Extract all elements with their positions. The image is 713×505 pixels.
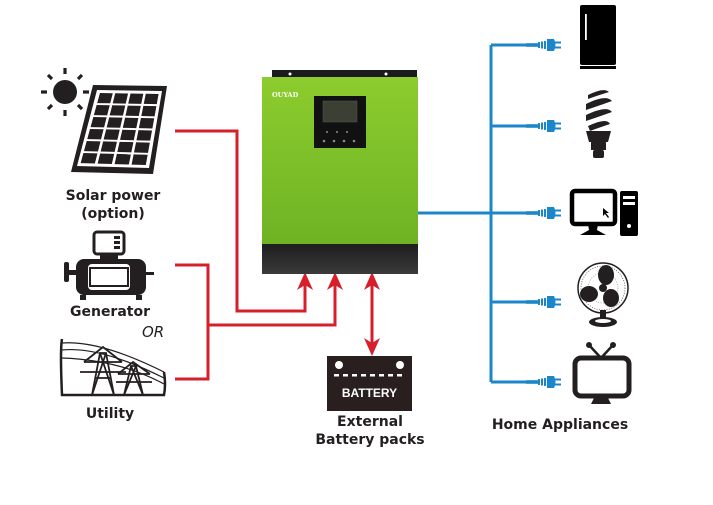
output-wiring bbox=[418, 43, 528, 384]
solar-cell bbox=[133, 142, 150, 153]
solar-cell bbox=[114, 153, 131, 165]
solar-cell bbox=[103, 129, 120, 140]
solar-cell bbox=[112, 93, 129, 104]
battery-arrow-up-icon bbox=[364, 272, 380, 290]
solar-label-line1: Solar power bbox=[65, 188, 161, 204]
battery-label-line2: Battery packs bbox=[315, 432, 425, 448]
generator-wire bbox=[175, 263, 210, 381]
or-text: OR bbox=[142, 323, 165, 341]
plug-icon bbox=[526, 296, 561, 308]
power-tower-icon bbox=[59, 338, 167, 397]
plug-icon bbox=[526, 207, 561, 219]
solar-cell bbox=[90, 116, 107, 128]
utility-label: Utility bbox=[85, 406, 135, 422]
input-wiring bbox=[175, 129, 374, 381]
solar-cell bbox=[122, 117, 139, 129]
sun-icon bbox=[41, 68, 89, 116]
solar-cell bbox=[128, 93, 144, 104]
solar-cell bbox=[125, 105, 141, 117]
solar-cell bbox=[87, 128, 104, 140]
solar-cell bbox=[109, 105, 126, 116]
arrowheads bbox=[297, 272, 380, 356]
computer-icon bbox=[569, 188, 638, 236]
appliances-label: Home Appliances bbox=[491, 417, 629, 433]
lcd-screen bbox=[322, 100, 358, 123]
solar-cell bbox=[106, 117, 123, 128]
mounting-bracket bbox=[272, 70, 417, 80]
utility-wire bbox=[208, 284, 337, 327]
plug-icon bbox=[526, 120, 561, 132]
inverter-base bbox=[262, 244, 418, 274]
plugs bbox=[526, 39, 561, 388]
battery-label-line1: External bbox=[337, 414, 403, 430]
battery-label: External Battery packs bbox=[310, 413, 430, 449]
solar-cell bbox=[80, 152, 98, 164]
solar-arrow-icon bbox=[297, 272, 313, 290]
inverter: OUYAD bbox=[262, 70, 418, 274]
battery-badge: BATTERY bbox=[342, 386, 397, 400]
solar-cell bbox=[136, 130, 153, 141]
battery-arrow-down-icon bbox=[364, 338, 380, 356]
panel-buttons bbox=[322, 131, 356, 143]
solar-cell bbox=[141, 105, 157, 117]
solar-cell bbox=[83, 140, 101, 152]
cfl-bulb-icon bbox=[586, 90, 612, 158]
solar-cell bbox=[120, 129, 136, 141]
battery-icon: BATTERY bbox=[327, 356, 412, 411]
fan-icon bbox=[577, 262, 629, 327]
generator-icon bbox=[64, 230, 154, 300]
utility-arrow-icon bbox=[327, 272, 343, 290]
solar-cell bbox=[97, 153, 115, 164]
solar-label: Solar power (option) bbox=[58, 187, 168, 223]
solar-cell bbox=[117, 141, 134, 153]
plug-icon bbox=[526, 376, 561, 388]
solar-cell bbox=[131, 154, 148, 165]
solar-cell bbox=[143, 93, 159, 105]
solar-wire bbox=[175, 129, 307, 313]
solar-label-line2: (option) bbox=[81, 206, 145, 222]
solar-cell bbox=[100, 141, 117, 152]
solar-panel-icon bbox=[71, 85, 167, 174]
solar-cell bbox=[97, 92, 113, 104]
generator-label: Generator bbox=[69, 304, 150, 320]
tv-icon bbox=[572, 342, 632, 404]
refrigerator-icon bbox=[580, 5, 616, 69]
solar-cell bbox=[93, 104, 110, 116]
solar-cell bbox=[138, 117, 155, 129]
plug-icon bbox=[526, 39, 561, 51]
inverter-brand: OUYAD bbox=[272, 91, 299, 99]
